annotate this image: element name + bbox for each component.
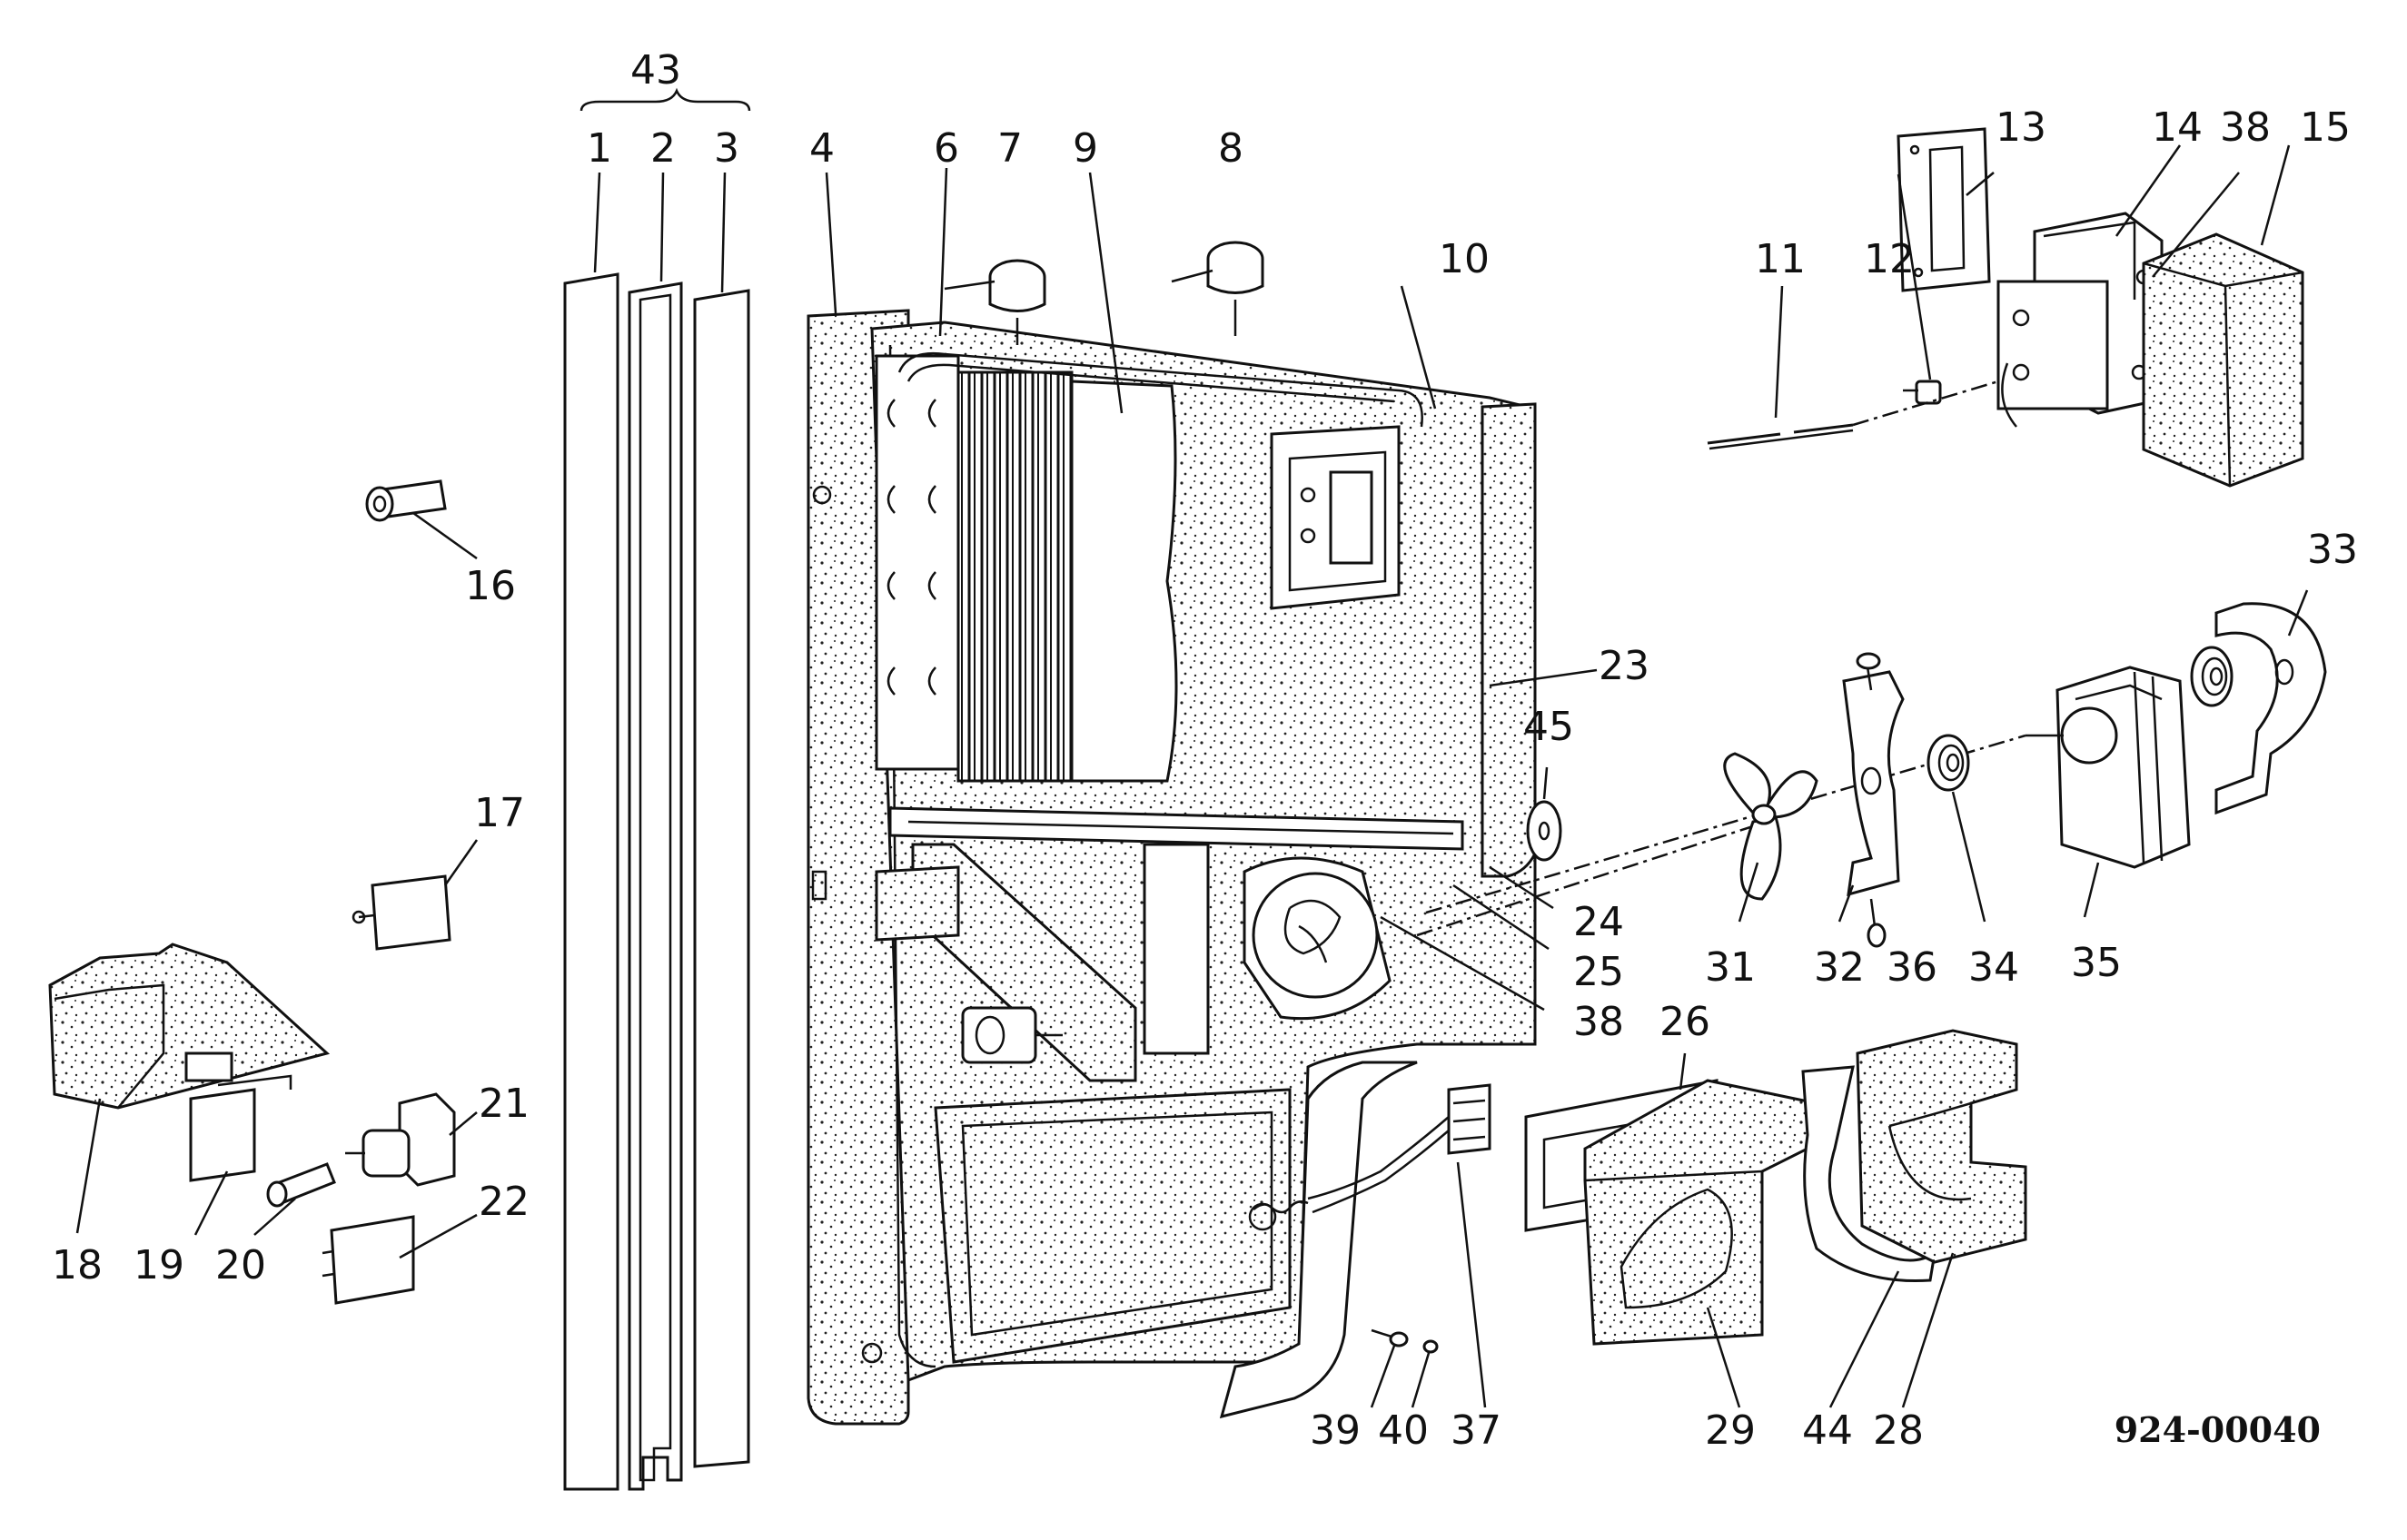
switch-part-17 — [352, 874, 451, 951]
bracket-43 — [579, 87, 751, 112]
callout-15: 15 — [2300, 104, 2351, 151]
flue-duct — [1219, 1061, 1418, 1419]
lower-wall — [1143, 843, 1210, 1055]
strip-part-2 — [628, 281, 683, 1491]
control-box — [1270, 425, 1401, 610]
document-number: 924-00040 — [2115, 1409, 2321, 1450]
callout-labels: 43 1 2 3 4 6 7 8 9 10 11 12 13 14 38 15 … — [52, 47, 2358, 1454]
sensor-part-7 — [944, 259, 1046, 345]
evaporator-tube-2 — [906, 363, 1395, 403]
evaporator-tube — [897, 351, 1423, 428]
callout-35: 35 — [2071, 940, 2122, 986]
sensor-part-8 — [1171, 241, 1264, 336]
callout-18: 18 — [52, 1242, 103, 1288]
fan-shroud — [1243, 856, 1392, 1021]
bracket-part-32 — [1842, 652, 1905, 897]
callout-10: 10 — [1439, 236, 1490, 282]
bracket-part-19 — [189, 1074, 292, 1182]
callout-38-top: 38 — [2220, 104, 2271, 151]
wire-harness-part-37 — [1253, 1083, 1491, 1214]
callout-40: 40 — [1378, 1407, 1429, 1454]
callout-19: 19 — [134, 1242, 184, 1288]
callout-37: 37 — [1451, 1407, 1501, 1454]
callout-24: 24 — [1573, 899, 1624, 945]
fan-axis — [1425, 734, 2026, 914]
panel-hole-lower — [861, 1342, 883, 1364]
clip-part-12 — [1903, 380, 1942, 405]
leader-lines — [75, 144, 2309, 1408]
callout-45: 45 — [1523, 704, 1574, 750]
callout-31: 31 — [1705, 944, 1756, 991]
panel-hole-upper — [812, 485, 832, 505]
callout-21: 21 — [479, 1081, 530, 1127]
gasket-part-45 — [1526, 800, 1562, 862]
callout-38-mid: 38 — [1573, 999, 1624, 1045]
callout-1: 1 — [587, 125, 612, 172]
callout-28: 28 — [1873, 1407, 1924, 1454]
callout-36: 36 — [1887, 944, 1937, 991]
drip-tray — [934, 1088, 1292, 1364]
evaporator-fins — [956, 370, 1074, 783]
insulation-part-28 — [1856, 1029, 2027, 1264]
side-strip-part-10 — [1481, 402, 1537, 878]
callout-26: 26 — [1659, 999, 1710, 1045]
callout-23: 23 — [1599, 643, 1649, 689]
callout-8: 8 — [1218, 125, 1243, 172]
screw-top — [1856, 652, 1881, 691]
callout-22: 22 — [479, 1179, 530, 1225]
insulation-part-29 — [1583, 1079, 1818, 1346]
callout-43: 43 — [630, 47, 681, 94]
coil-loops — [887, 399, 936, 696]
callout-17: 17 — [474, 790, 525, 836]
panel-inner-liner — [888, 344, 936, 1368]
callout-33: 33 — [2307, 527, 2358, 573]
plate-part-22 — [322, 1215, 415, 1305]
motor-part-35 — [2026, 666, 2191, 869]
callout-6: 6 — [934, 125, 959, 172]
callout-13: 13 — [1996, 104, 2046, 151]
callout-2: 2 — [650, 125, 676, 172]
burner-valve — [961, 1006, 1063, 1064]
callout-4: 4 — [809, 125, 835, 172]
main-panel-group — [807, 309, 1537, 1426]
screw-part-36 — [1867, 898, 1887, 948]
callout-32: 32 — [1814, 944, 1865, 991]
thermostat-body-part-14 — [1996, 212, 2164, 428]
plate-part-13 — [1897, 127, 1991, 292]
callout-20: 20 — [215, 1242, 266, 1288]
callout-34: 34 — [1968, 944, 2019, 991]
bracket-plate — [875, 865, 960, 942]
panel-slot — [811, 870, 827, 901]
callout-11: 11 — [1755, 236, 1806, 282]
shield-part-44 — [1801, 1065, 1937, 1283]
callout-7: 7 — [997, 125, 1023, 172]
housing-part-18 — [48, 943, 331, 1110]
strip-part-1 — [563, 272, 619, 1491]
fan-blade-part-31 — [1723, 752, 1818, 901]
nut-part-40 — [1422, 1339, 1439, 1354]
igniter-part-21 — [345, 1092, 456, 1187]
callout-16: 16 — [465, 563, 516, 609]
callout-44: 44 — [1802, 1407, 1853, 1454]
cover-part-15 — [2142, 232, 2304, 488]
grommet-part-34 — [1927, 734, 1970, 792]
pin-part-16 — [365, 479, 447, 522]
grommet-part-33-hub — [2190, 646, 2234, 707]
callout-39: 39 — [1310, 1407, 1361, 1454]
callout-12: 12 — [1864, 236, 1915, 282]
evaporator-cover-part-9 — [1070, 380, 1178, 783]
callout-25: 25 — [1573, 949, 1624, 995]
callout-14: 14 — [2152, 104, 2203, 151]
bracket-part-33 — [2214, 602, 2327, 815]
callout-3: 3 — [714, 125, 739, 172]
callout-29: 29 — [1705, 1407, 1756, 1454]
callout-9: 9 — [1073, 125, 1098, 172]
knob-part-20 — [266, 1162, 336, 1208]
fan-axis-2 — [1416, 824, 1754, 937]
probe-part-11 — [1707, 423, 1854, 450]
door-strips-group — [563, 87, 751, 1491]
strip-part-3 — [693, 289, 750, 1468]
screw-part-39 — [1371, 1328, 1409, 1348]
